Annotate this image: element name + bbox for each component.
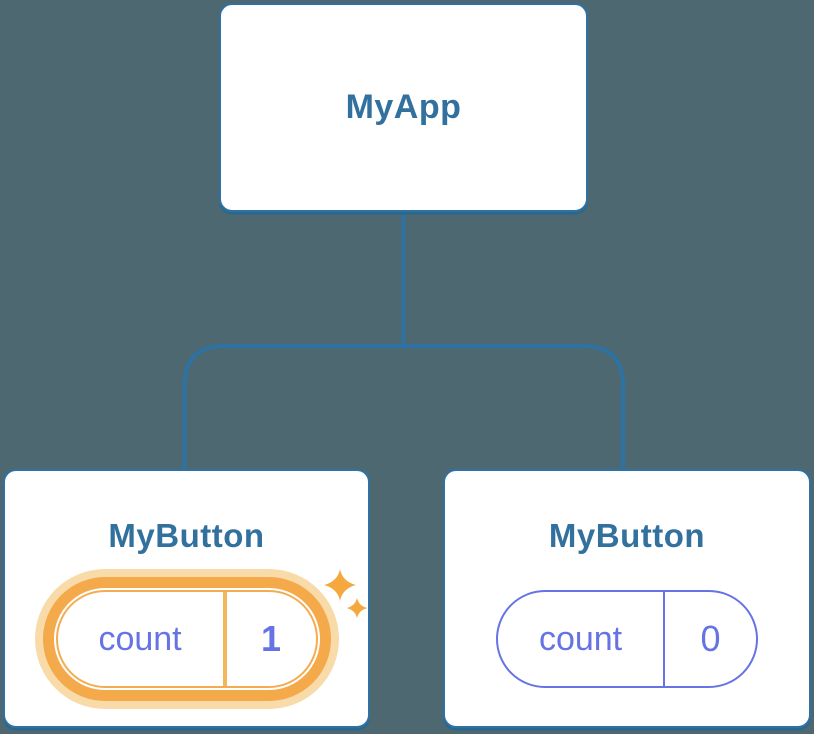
state-value: 1 [261,618,282,659]
state-pill-highlighted: count 1 [55,590,318,688]
state-pill: count 0 [496,590,758,688]
node-mybutton-2-label: MyButton [548,517,706,554]
pill-divider [663,592,666,686]
node-myapp: MyApp [219,3,588,212]
node-mybutton-1-label: MyButton [108,517,265,554]
state-value: 0 [700,618,721,659]
node-mybutton-1: MyButton count 1 [3,469,370,728]
sparkle-icon [324,569,356,601]
connector-branch-bracket [182,344,625,470]
state-key-label: count [538,619,623,658]
state-key-label: count [98,619,182,658]
sparkle-icon [346,597,368,619]
node-mybutton-2: MyButton count 0 [443,469,811,728]
pill-divider [222,592,227,686]
node-myapp-label: MyApp [345,88,462,126]
